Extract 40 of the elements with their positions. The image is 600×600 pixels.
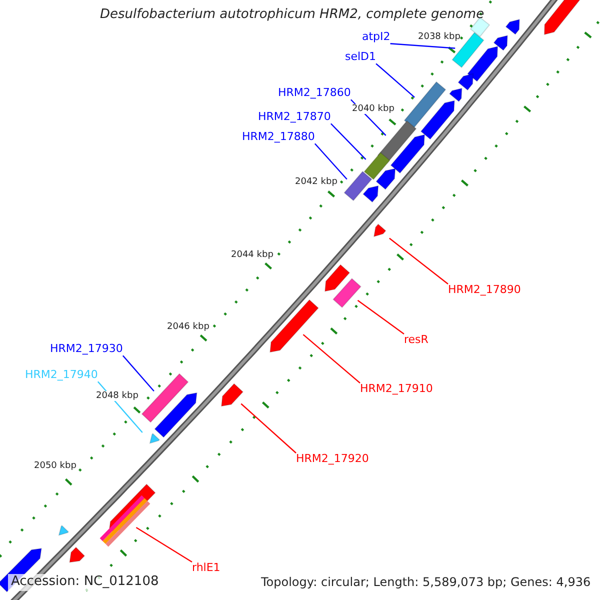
gene-feature bbox=[364, 152, 390, 180]
gene-feature bbox=[149, 432, 160, 444]
gene-label: atpI2 bbox=[362, 31, 390, 44]
scale-label: 2046 kbp bbox=[167, 322, 210, 332]
gene-label: HRM2_17910 bbox=[360, 383, 433, 396]
gene-label: HRM2_17940 bbox=[25, 369, 98, 382]
leader-line bbox=[376, 63, 415, 98]
leader-line bbox=[240, 403, 296, 454]
gene-feature bbox=[100, 495, 150, 547]
leader-line bbox=[389, 238, 448, 284]
scale-label: 2040 kbp bbox=[352, 104, 394, 114]
leader-line bbox=[302, 334, 360, 384]
gene-label: HRM2_17930 bbox=[50, 343, 123, 356]
leader-line bbox=[314, 143, 348, 180]
gene-feature bbox=[270, 299, 319, 353]
scale-label: 2048 kbp bbox=[96, 391, 138, 402]
scale-label: 2044 kbp bbox=[231, 250, 274, 260]
leader-line bbox=[330, 123, 366, 160]
scale-label: 2050 kbp bbox=[34, 461, 76, 472]
scale-label: 2042 kbp bbox=[295, 177, 338, 188]
gene-feature bbox=[344, 170, 372, 202]
gene-feature bbox=[373, 224, 386, 238]
leader-line bbox=[390, 43, 456, 49]
gene-label: HRM2_17880 bbox=[242, 131, 315, 144]
leader-line bbox=[136, 527, 192, 562]
gene-feature bbox=[332, 278, 362, 308]
gene-label: selD1 bbox=[345, 51, 376, 64]
gene-feature bbox=[404, 81, 446, 129]
gene-label: HRM2_17890 bbox=[448, 284, 521, 297]
gene-label: HRM2_17860 bbox=[278, 87, 351, 100]
gene-feature bbox=[220, 383, 244, 407]
leader-line bbox=[357, 300, 404, 334]
scale-label: 2038 kbp bbox=[418, 32, 460, 42]
gene-label: rhlE1 bbox=[192, 562, 220, 575]
leader-line bbox=[122, 355, 154, 392]
gene-label: HRM2_17920 bbox=[296, 453, 369, 466]
diagram-title: Desulfobacterium autotrophicum HRM2, complete genome bbox=[100, 8, 484, 23]
gene-feature bbox=[141, 373, 189, 423]
gene-label: HRM2_17870 bbox=[258, 111, 331, 124]
gene-label: resR bbox=[404, 334, 428, 347]
